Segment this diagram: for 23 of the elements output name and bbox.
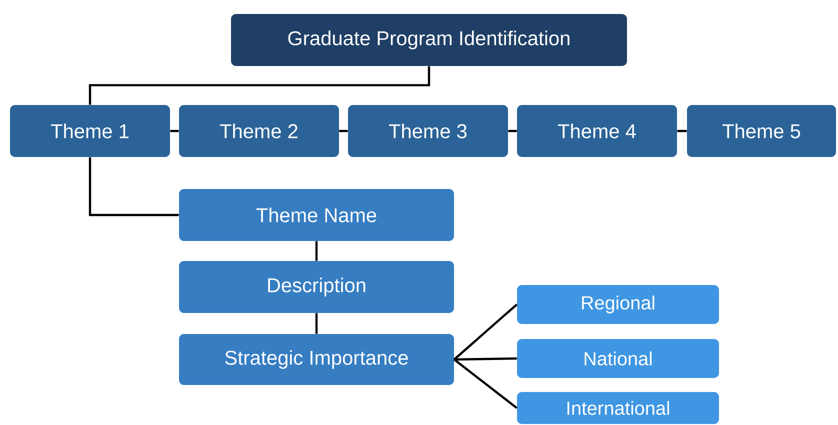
field-box: Strategic Importance: [179, 334, 454, 385]
theme-box: Theme 1: [10, 105, 170, 157]
connector-line: [315, 241, 318, 261]
connector-line: [339, 130, 348, 132]
connector-line: [454, 357, 517, 361]
connector-line: [453, 304, 518, 360]
connector-line: [677, 130, 687, 132]
connector-line: [454, 358, 518, 409]
theme-box: Theme 2: [179, 105, 339, 157]
theme-box: Theme 5: [687, 105, 836, 157]
theme-box: Theme 3: [348, 105, 508, 157]
option-box: Regional: [517, 285, 719, 324]
field-box: Theme Name: [179, 189, 454, 241]
connector-line: [170, 130, 179, 132]
option-box: International: [517, 392, 719, 424]
connector-line: [88, 157, 179, 216]
title-box: Graduate Program Identification: [231, 14, 627, 66]
theme-box: Theme 4: [517, 105, 677, 157]
field-box: Description: [179, 261, 454, 313]
connector-line: [508, 130, 517, 132]
connector-line: [88, 66, 430, 105]
connector-line: [315, 313, 318, 334]
option-box: National: [517, 339, 719, 378]
